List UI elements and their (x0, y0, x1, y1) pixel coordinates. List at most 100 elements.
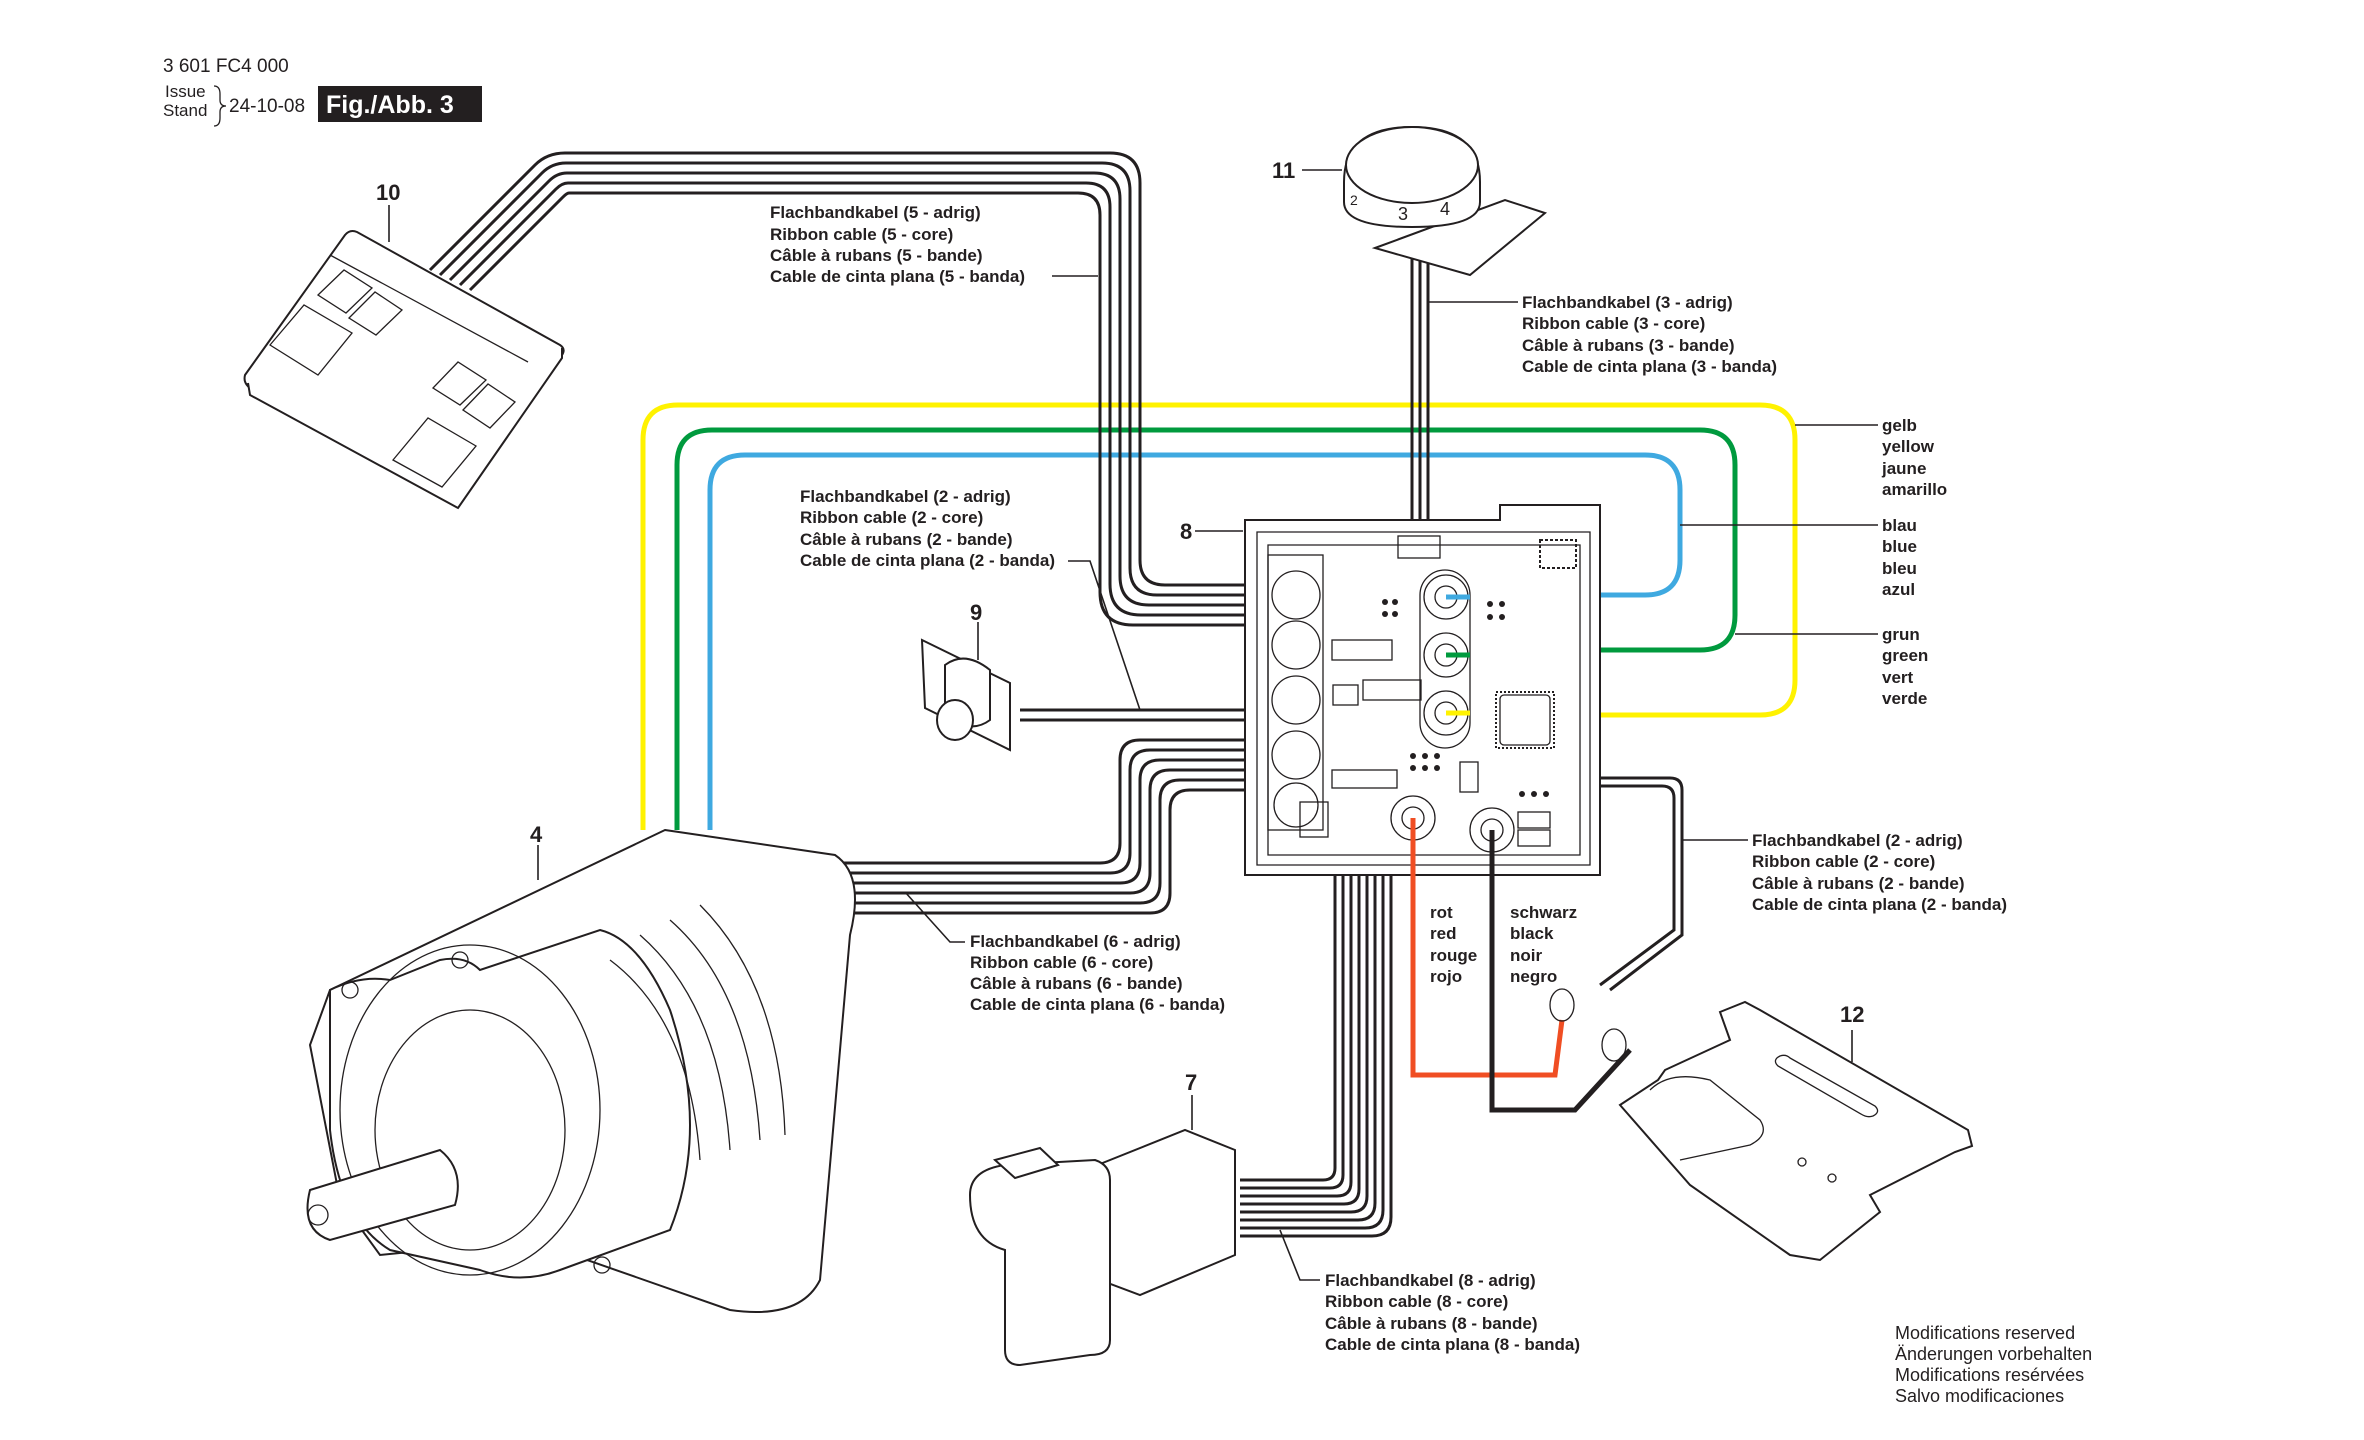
keypad-part-10: 10 (243, 180, 565, 510)
wire-yellow (640, 402, 1798, 830)
footer-line: Änderungen vorbehalten (1895, 1344, 2092, 1364)
issue-label: Issue (165, 82, 206, 101)
wire-green (674, 427, 1738, 830)
terminal-lug-black (1601, 1028, 1627, 1062)
microcontroller-chip (1499, 694, 1551, 746)
connector-8pin (1331, 769, 1398, 789)
part-number-9: 9 (970, 600, 982, 625)
label-line: Ribbon cable (5 - core) (770, 225, 953, 244)
part-number-8: 8 (1180, 519, 1192, 544)
label-line: gelb (1882, 416, 1917, 435)
label-line: yellow (1882, 437, 1935, 456)
ribbon-cable-2-core-plate (1470, 776, 1684, 992)
part-number-7: 7 (1185, 1070, 1197, 1095)
label-line: amarillo (1882, 480, 1947, 499)
label-line: Cable de cinta plana (5 - banda) (770, 267, 1025, 286)
label-line: rot (1430, 903, 1453, 922)
label-line: jaune (1881, 459, 1926, 478)
label-ribbon5: Flachbandkabel (5 - adrig) Ribbon cable … (770, 203, 1098, 286)
brace-icon (213, 85, 227, 127)
capacitor-block (1267, 554, 1324, 831)
connector-2pin-plate (1459, 761, 1479, 793)
push-button-part-9: 9 (920, 600, 1011, 752)
label-line: Flachbandkabel (2 - adrig) (1752, 831, 1963, 850)
label-line: Cable de cinta plana (3 - banda) (1522, 357, 1777, 376)
dial-marking-4: 4 (1440, 199, 1450, 219)
label-yellow: gelb yellow jaune amarillo (1795, 416, 1947, 499)
label-line: azul (1882, 580, 1915, 599)
label-line: Cable de cinta plana (8 - banda) (1325, 1335, 1580, 1354)
dial-marking-3: 3 (1398, 204, 1408, 224)
label-line: grun (1882, 625, 1920, 644)
label-line: Flachbandkabel (6 - adrig) (970, 932, 1181, 951)
ribbon-cable-8-core (1240, 775, 1393, 1238)
trigger-switch-part-7: 7 (968, 1070, 1236, 1367)
label-line: Cable de cinta plana (6 - banda) (970, 995, 1225, 1014)
label-line: Ribbon cable (8 - core) (1325, 1292, 1508, 1311)
figure-label: Fig./Abb. 3 (326, 91, 454, 119)
footer-line: Modifications resérvées (1895, 1365, 2084, 1385)
part-number-4: 4 (530, 822, 543, 847)
key-small-3 (431, 361, 488, 406)
label-line: Flachbandkabel (5 - adrig) (770, 203, 981, 222)
label-line: rouge (1430, 946, 1477, 965)
footer-line: Modifications reserved (1895, 1323, 2075, 1343)
wire-red (1410, 818, 1565, 1078)
label-line: black (1510, 924, 1554, 943)
label-line: Ribbon cable (2 - core) (1752, 852, 1935, 871)
key-small-1 (316, 269, 374, 314)
label-line: green (1882, 646, 1928, 665)
label-line: Flachbandkabel (3 - adrig) (1522, 293, 1733, 312)
connector-6pin (1362, 679, 1422, 701)
label-line: Câble à rubans (8 - bande) (1325, 1314, 1538, 1333)
key-small-2 (347, 291, 404, 336)
label-ribbon2-right: Flachbandkabel (2 - adrig) Ribbon cable … (1682, 831, 2007, 914)
connector-5pin (1331, 639, 1393, 661)
label-green: grun green vert verde (1735, 625, 1928, 708)
connector-2pin (1332, 684, 1359, 706)
part-number-10: 10 (376, 180, 400, 205)
part-number: 3 601 FC4 000 (163, 56, 289, 77)
selector-dial-part-11: 3 4 2 11 (1272, 125, 1548, 277)
label-line: vert (1882, 668, 1914, 687)
label-line: Flachbandkabel (8 - adrig) (1325, 1271, 1536, 1290)
label-line: noir (1510, 946, 1542, 965)
label-line: Câble à rubans (5 - bande) (770, 246, 983, 265)
label-line: schwarz (1510, 903, 1577, 922)
label-line: Cable de cinta plana (2 - banda) (1752, 895, 2007, 914)
label-line: Câble à rubans (2 - bande) (1752, 874, 1965, 893)
footer-notice: Modifications reserved Änderungen vorbeh… (1895, 1323, 2092, 1406)
dial-marking-2: 2 (1350, 192, 1358, 208)
part-number-11: 11 (1272, 158, 1295, 183)
wire-blue (707, 452, 1683, 830)
ribbon-cable-3-core (1410, 258, 1430, 540)
key-large-2 (391, 417, 477, 488)
wire-black (1489, 830, 1632, 1113)
part-label-8: 8 (1180, 519, 1243, 544)
label-line: rojo (1430, 967, 1462, 986)
plate-slot (1774, 1054, 1879, 1118)
key-small-4 (461, 383, 517, 429)
label-line: Câble à rubans (3 - bande) (1522, 336, 1735, 355)
label-ribbon2-left: Flachbandkabel (2 - adrig) Ribbon cable … (800, 487, 1141, 711)
label-line: negro (1510, 967, 1557, 986)
label-black: schwarz black noir negro (1510, 903, 1577, 986)
terminal-lug-red (1549, 988, 1575, 1022)
connector-3pin (1397, 535, 1441, 559)
label-line: Ribbon cable (6 - core) (970, 953, 1153, 972)
control-board (1244, 504, 1601, 876)
issue-date: 24-10-08 (229, 96, 305, 117)
header: 3 601 FC4 000 Issue Stand 24-10-08 Fig./… (163, 56, 482, 127)
label-line: Flachbandkabel (2 - adrig) (800, 487, 1011, 506)
part-number-12: 12 (1840, 1002, 1864, 1027)
footer-line: Salvo modificaciones (1895, 1386, 2064, 1406)
label-line: Cable de cinta plana (2 - banda) (800, 551, 1055, 570)
motor-part-4: 4 (306, 822, 856, 1313)
label-ribbon8: Flachbandkabel (8 - adrig) Ribbon cable … (1279, 1229, 1580, 1354)
base-plate-part-12: 12 (1549, 988, 1974, 1262)
label-blue: blau blue bleu azul (1680, 516, 1917, 599)
label-line: blau (1882, 516, 1917, 535)
label-red: rot red rouge rojo (1430, 903, 1477, 986)
figure-badge (318, 86, 482, 122)
